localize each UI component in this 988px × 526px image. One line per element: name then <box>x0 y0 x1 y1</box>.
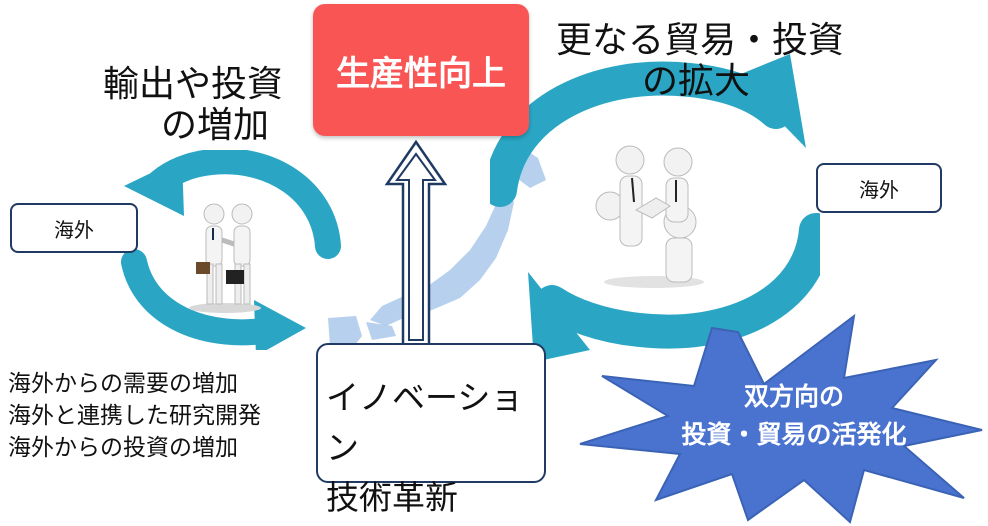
innovation-label: イノベーション <box>326 378 524 467</box>
export-investment-line2: の増加 <box>161 105 270 147</box>
right-cycle-arrow-icon <box>490 54 820 362</box>
overseas-box-right: 海外 <box>816 163 942 213</box>
bidirectional-activation-text: 双方向の 投資・貿易の活発化 <box>654 378 934 454</box>
team-huddle-figures-icon <box>595 145 704 288</box>
overseas-label-right: 海外 <box>859 177 899 202</box>
burst-line1: 双方向の <box>743 382 844 411</box>
overseas-effect-item: 海外からの投資の増加 <box>8 435 238 461</box>
productivity-improvement-label: 生産性向上 <box>336 53 506 94</box>
overseas-effect-item: 海外と連携した研究開発 <box>8 403 261 429</box>
up-arrow-icon <box>384 139 448 348</box>
productivity-improvement-box: 生産性向上 <box>313 4 529 136</box>
overseas-label-left: 海外 <box>54 217 94 242</box>
left-cycle-arrow-icon <box>121 150 341 350</box>
technology-innovation-label: 技術革新 <box>326 478 458 517</box>
overseas-effect-item: 海外からの需要の増加 <box>8 371 238 397</box>
innovation-box: イノベーション 技術革新 <box>316 343 546 517</box>
overseas-box-left: 海外 <box>10 203 138 253</box>
burst-shape-icon <box>579 313 983 524</box>
trade-investment-line1: 更なる貿易・投資 <box>556 20 845 61</box>
overseas-effects-list: 海外からの需要の増加 海外と連携した研究開発 海外からの投資の増加 <box>8 368 261 464</box>
handshake-figures-icon <box>189 203 261 313</box>
trade-investment-expansion-text: 更なる貿易・投資 の拡大 <box>556 20 844 103</box>
burst-line2: 投資・貿易の活発化 <box>681 420 907 449</box>
export-investment-increase-text: 輸出や投資 の増加 <box>103 64 283 147</box>
trade-investment-line2: の拡大 <box>642 61 751 103</box>
export-investment-line1: 輸出や投資 <box>103 64 284 105</box>
